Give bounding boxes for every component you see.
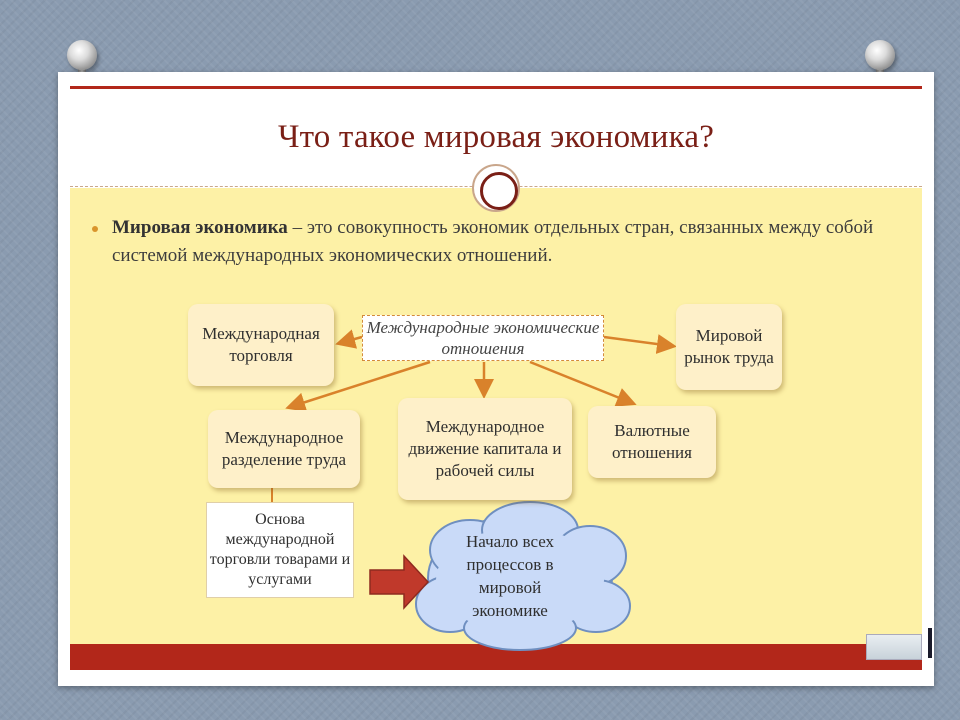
block-arrow-icon <box>369 554 430 610</box>
definition-term: Мировая экономика <box>112 217 288 238</box>
slide-header: Что такое мировая экономика? <box>70 86 922 188</box>
arrow-to-labor-market <box>603 334 677 354</box>
node-international-trade: Международная торговля <box>188 304 334 386</box>
node-trade-basis: Основа международной торговли товарами и… <box>206 502 354 598</box>
pushpin-stem-left <box>78 60 86 82</box>
arrow-to-trade <box>335 329 363 349</box>
pushpin-icon <box>865 40 895 70</box>
circle-emblem-icon <box>472 164 520 212</box>
node-division-of-labor: Международное разделение труда <box>208 410 360 488</box>
node-capital-movement: Международное движение капитала и рабоче… <box>398 398 572 500</box>
arrow-to-currency <box>529 360 637 407</box>
node-currency-relations: Валютные отношения <box>588 406 716 478</box>
arrow-to-division <box>285 360 431 412</box>
slide-title: Что такое мировая экономика? <box>277 119 715 155</box>
definition-text: Мировая экономика – это совокупность эко… <box>112 214 892 270</box>
slide-thumbnail[interactable] <box>866 634 922 660</box>
node-labor-market: Мировой рынок труда <box>676 304 782 390</box>
definition-body: – это совокупность экономик отдельных ст… <box>112 217 874 266</box>
bullet-icon <box>92 226 98 232</box>
scroll-marker <box>928 628 932 658</box>
pushpin-icon <box>67 40 97 70</box>
cloud-label: Начало всех процессов в мировой экономик… <box>465 532 555 620</box>
center-node-international-relations: Международные экономические отношения <box>362 315 604 361</box>
pushpin-stem-right <box>876 60 884 82</box>
